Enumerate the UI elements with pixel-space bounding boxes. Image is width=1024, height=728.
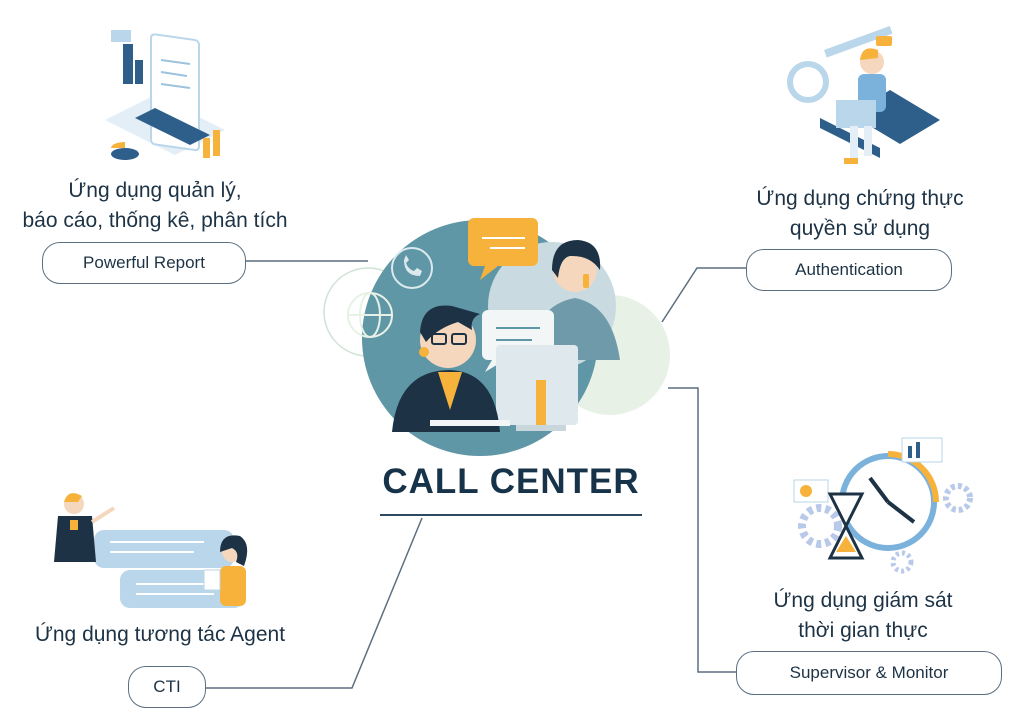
supervisor-caption-line2: thời gian thực: [798, 619, 928, 642]
chat-bubble-icon: [468, 218, 538, 280]
powerful-report-button[interactable]: Powerful Report: [42, 242, 246, 284]
supervisor-caption: Ứng dụng giám sát thời gian thực: [748, 586, 978, 646]
monitor-icon: [496, 345, 578, 431]
auth-caption: Ứng dụng chứng thực quyền sử dụng: [730, 184, 990, 244]
key-laptop-user-icon: [787, 26, 940, 164]
male-agent-icon: [392, 305, 510, 432]
call-center-illustration: [323, 218, 670, 456]
cti-caption: Ứng dụng tương tác Agent: [34, 623, 286, 646]
report-caption-line1: Ứng dụng quản lý,: [68, 179, 242, 202]
auth-caption-line1: Ứng dụng chứng thực: [756, 187, 964, 210]
connector-cti: [206, 517, 423, 689]
cti-button[interactable]: CTI: [128, 666, 206, 708]
supervisor-monitor-button[interactable]: Supervisor & Monitor: [736, 651, 1002, 695]
title-underline: [380, 514, 642, 516]
chat-agents-icon: [54, 493, 248, 608]
connector-supervisor: [668, 387, 738, 673]
phone-icon: [391, 247, 433, 289]
supervisor-caption-line1: Ứng dụng giám sát: [773, 589, 953, 612]
center-title: CALL CENTER: [382, 462, 640, 501]
report-documents-icon: [105, 30, 225, 160]
authentication-button[interactable]: Authentication: [746, 249, 952, 291]
globe-icon: [347, 292, 393, 338]
clock-hourglass-gears-icon: [793, 437, 973, 574]
report-caption: Ứng dụng quản lý, báo cáo, thống kê, phâ…: [10, 176, 300, 236]
connector-auth: [661, 267, 748, 323]
auth-caption-line2: quyền sử dụng: [789, 217, 931, 240]
report-caption-line2: báo cáo, thống kê, phân tích: [22, 209, 288, 232]
